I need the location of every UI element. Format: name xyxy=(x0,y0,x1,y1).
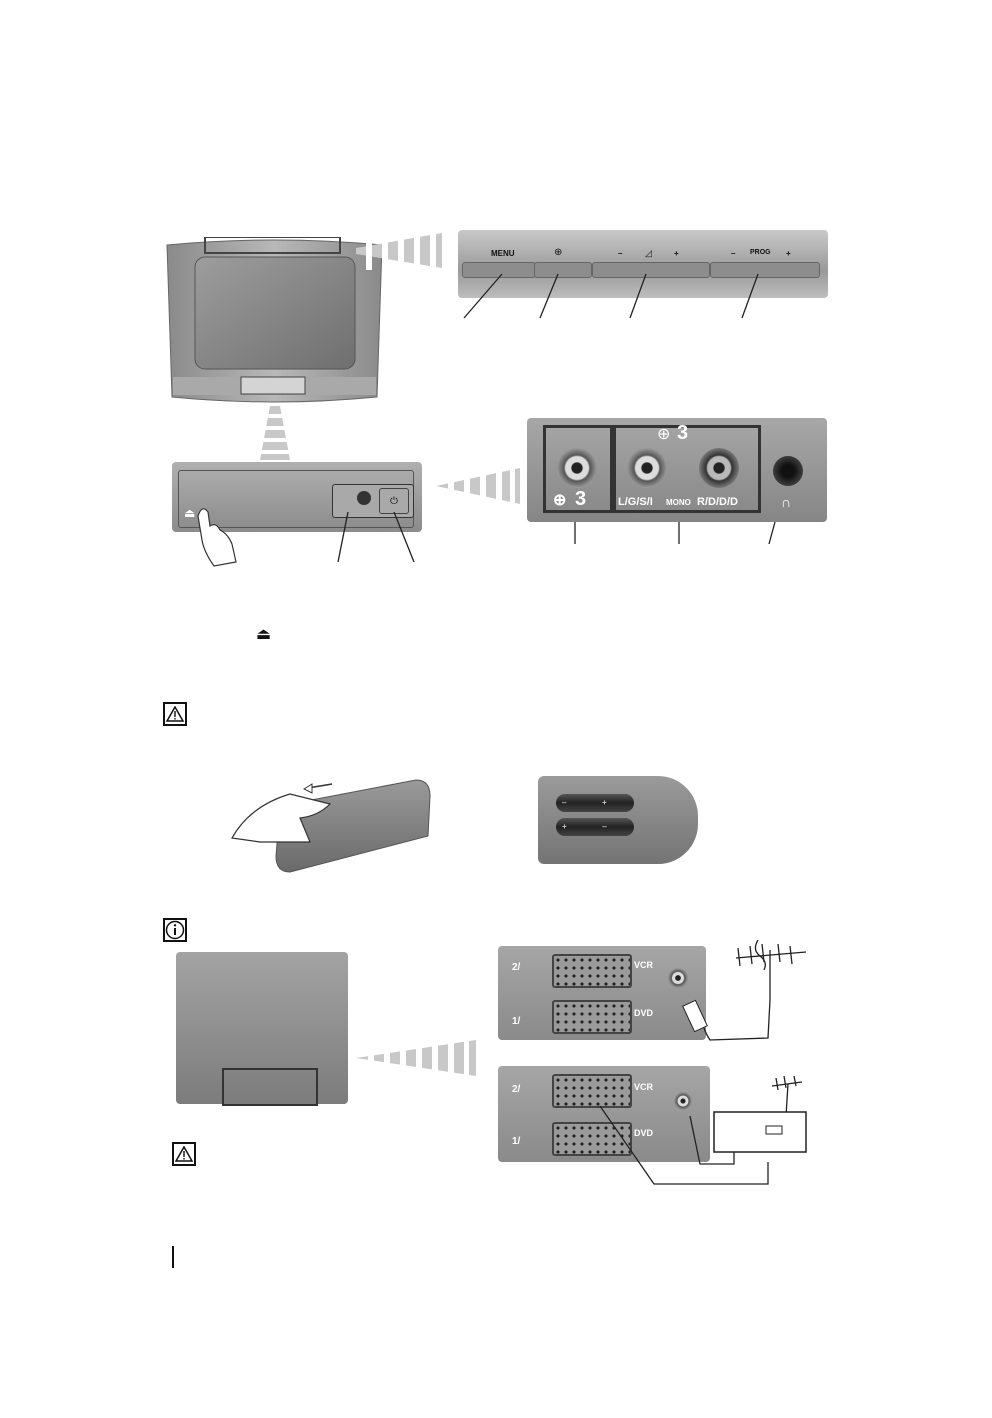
audio-jack-box xyxy=(613,425,761,513)
scart1-connector[interactable] xyxy=(552,1000,632,1034)
scart2-connector[interactable] xyxy=(552,954,632,988)
video-input-number: 3 xyxy=(575,488,587,510)
remote-battery-compartment: – + + – xyxy=(538,776,698,864)
front-jack-panel: ∩ ⊕ 3 ⊕ 3 L/G/S/I MONO R/D/D/D xyxy=(527,418,827,522)
volume-button[interactable] xyxy=(592,262,710,278)
vcr-connection xyxy=(599,1076,807,1185)
volume-minus-label: – xyxy=(618,249,623,258)
open-arrow-icon: ⏏ xyxy=(256,626,272,643)
zoom-wedge-down xyxy=(258,406,292,460)
prog-button[interactable] xyxy=(710,262,820,278)
prog-label: PROG xyxy=(750,249,771,256)
menu-label: MENU xyxy=(491,249,515,258)
rear-scart-panel-aerial: 2/ VCR 1/ DVD xyxy=(498,946,706,1040)
dvd-b-label: DVD xyxy=(634,1128,654,1138)
left-audio-label: L/G/S/I xyxy=(618,496,653,508)
page-margin-rule xyxy=(172,1246,174,1268)
volume-plus-label: + xyxy=(674,249,679,258)
volume-icon: ◿ xyxy=(645,248,652,258)
vcr-label: VCR xyxy=(634,960,654,970)
rear-connector-box xyxy=(222,1068,318,1106)
open-arrow-icon: ⏏ xyxy=(184,506,196,520)
warning-icon xyxy=(163,702,187,726)
right-audio-label: R/D/D/D xyxy=(697,496,738,508)
top-control-panel: MENU ⊕ – ◿ + – PROG + xyxy=(458,230,828,298)
video-in-jack[interactable] xyxy=(557,448,597,488)
audio-right-jack[interactable] xyxy=(699,448,739,488)
headphone-jack[interactable] xyxy=(773,456,803,486)
scart2b-label: 2/ xyxy=(512,1084,521,1095)
aerial-connection xyxy=(682,940,807,1041)
scart1b-label: 1/ xyxy=(512,1136,521,1147)
info-icon xyxy=(163,918,187,942)
scart2-label: 2/ xyxy=(512,962,521,973)
input-button[interactable] xyxy=(534,262,592,278)
mono-label: MONO xyxy=(666,498,691,507)
video-jack-box xyxy=(543,425,613,513)
front-door-panel: ⏏ ⏻ xyxy=(172,462,422,532)
tv-front-illustration xyxy=(166,236,383,403)
prog-plus-label: + xyxy=(786,249,791,258)
warning-icon-rear xyxy=(172,1142,196,1166)
zoom-wedge-rear xyxy=(356,1038,476,1078)
vcr-b-label: VCR xyxy=(634,1082,654,1092)
led-knob[interactable] xyxy=(357,491,371,505)
headphone-icon: ∩ xyxy=(781,494,792,510)
door-callouts xyxy=(337,511,415,563)
battery-1: – + xyxy=(556,794,634,812)
aerial-socket-b[interactable] xyxy=(674,1092,692,1110)
zoom-wedge-jacks xyxy=(436,466,520,506)
dvd-label: DVD xyxy=(634,1008,654,1018)
input-icon: ⊕ xyxy=(554,247,563,258)
tv-front xyxy=(163,236,386,407)
tv-rear-photo xyxy=(176,952,348,1106)
input-icon: ⊕ xyxy=(657,426,671,443)
aerial-socket[interactable] xyxy=(668,968,688,988)
audio-left-jack[interactable] xyxy=(627,448,667,488)
button-cluster: ⏻ xyxy=(332,484,414,518)
hand-illustration xyxy=(197,508,237,567)
top-panel-callouts xyxy=(463,273,759,319)
jack-callouts xyxy=(574,522,776,545)
remote-cover-removal xyxy=(231,779,431,873)
zoom-wedge-top xyxy=(356,230,442,270)
battery-2: + – xyxy=(556,818,634,836)
input-icon: ⊕ xyxy=(553,492,567,509)
audio-input-number: 3 xyxy=(677,422,689,444)
rear-scart-panel-vcr: 2/ VCR 1/ DVD xyxy=(498,1066,710,1162)
prog-minus-label: – xyxy=(731,249,736,258)
scart2b-connector[interactable] xyxy=(552,1074,632,1108)
scart1-label: 1/ xyxy=(512,1016,521,1027)
scart1b-connector[interactable] xyxy=(552,1122,632,1156)
